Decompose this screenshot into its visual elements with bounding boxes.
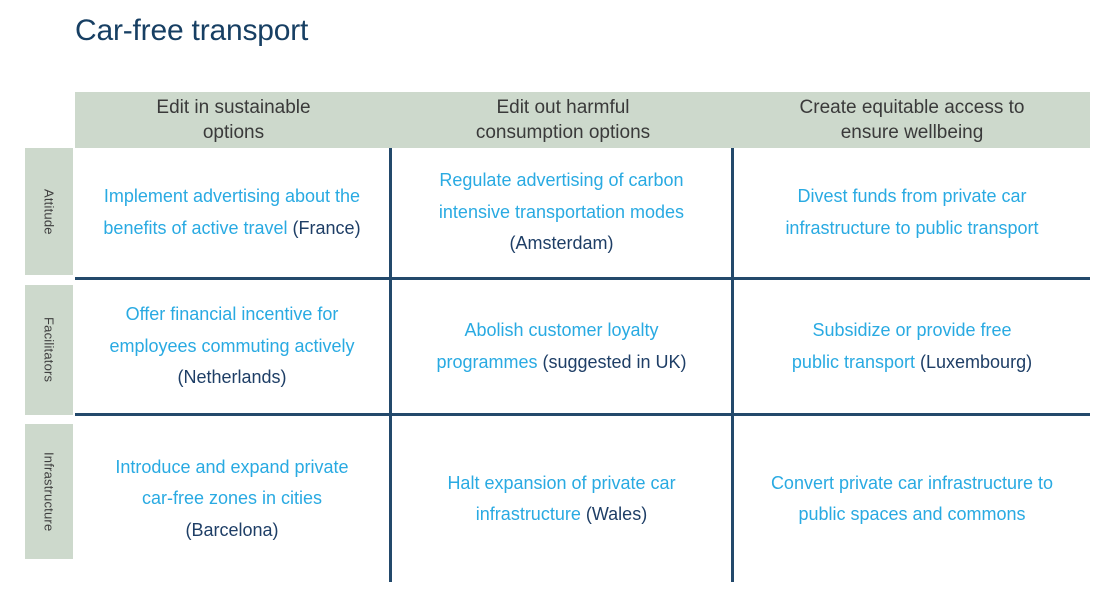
note-text: (Barcelona) bbox=[185, 519, 279, 540]
cell-infrastructure-equitable-access: Convert private car infrastructure to pu… bbox=[734, 416, 1090, 582]
action-text: Introduce and expand private car-free zo… bbox=[115, 456, 349, 509]
matrix-grid: Implement advertising about the benefits… bbox=[75, 148, 1090, 582]
action-text: Subsidize or provide free public transpo… bbox=[791, 320, 1012, 372]
note-text: (Wales) bbox=[585, 504, 648, 524]
column-header-equitable-access: Create equitable access to ensure wellbe… bbox=[799, 96, 1025, 143]
cell-attitude-edit-in: Implement advertising about the benefits… bbox=[75, 148, 392, 280]
column-header-band: Edit in sustainable options Edit out har… bbox=[75, 92, 1090, 148]
action-text: Implement advertising about the benefits… bbox=[103, 186, 361, 238]
action-text: Regulate advertising of carbon intensive… bbox=[438, 170, 685, 222]
cell-infrastructure-edit-in: Introduce and expand private car-free zo… bbox=[75, 416, 392, 582]
note-text: (France) bbox=[292, 217, 361, 238]
note-text: (Amsterdam) bbox=[509, 233, 614, 254]
action-text: Halt expansion of private car infrastruc… bbox=[447, 472, 676, 525]
row-label-facilitators: Facilitators bbox=[25, 285, 73, 415]
cell-facilitators-equitable-access: Subsidize or provide free public transpo… bbox=[734, 280, 1090, 416]
cell-facilitators-edit-in: Offer financial incentive for employees … bbox=[75, 280, 392, 416]
cell-attitude-equitable-access: Divest funds from private car infrastruc… bbox=[734, 148, 1090, 280]
action-text: Convert private car infrastructure to pu… bbox=[770, 472, 1054, 525]
action-text: Abolish customer loyalty programmes bbox=[436, 320, 659, 372]
cell-infrastructure-edit-out: Halt expansion of private car infrastruc… bbox=[392, 416, 734, 582]
note-text: (Luxembourg) bbox=[920, 351, 1033, 372]
page-title: Car-free transport bbox=[75, 14, 309, 47]
cell-attitude-edit-out: Regulate advertising of carbon intensive… bbox=[392, 148, 734, 280]
note-text: (Netherlands) bbox=[177, 367, 287, 388]
column-header-edit-out: Edit out harmful consumption options bbox=[475, 96, 651, 143]
row-label-infrastructure: Infrastructure bbox=[25, 424, 73, 559]
row-label-attitude: Attitude bbox=[25, 148, 73, 275]
action-text: Divest funds from private car infrastruc… bbox=[785, 186, 1039, 238]
cell-facilitators-edit-out: Abolish customer loyalty programmes (sug… bbox=[392, 280, 734, 416]
column-header-edit-in: Edit in sustainable options bbox=[156, 96, 311, 143]
note-text: (suggested in UK) bbox=[542, 351, 687, 372]
action-text: Offer financial incentive for employees … bbox=[109, 304, 355, 356]
